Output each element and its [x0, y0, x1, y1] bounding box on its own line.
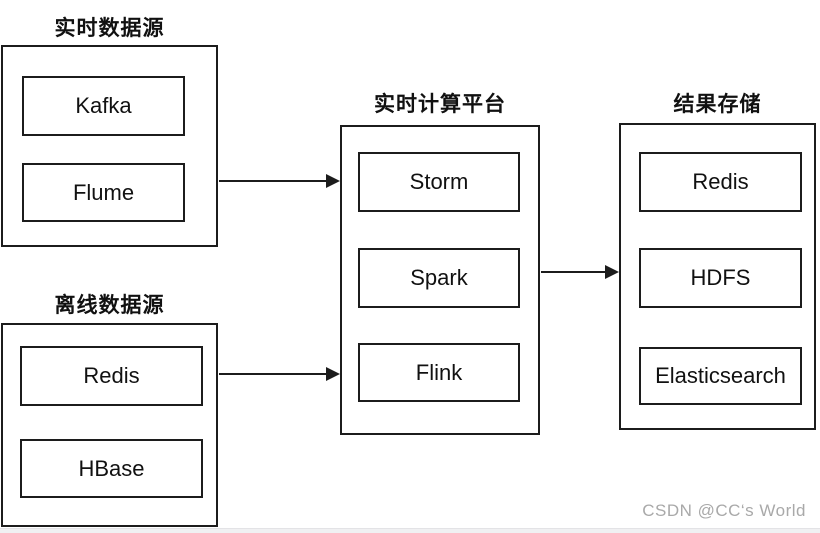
- arrow-line: [219, 180, 327, 182]
- node-kafka: Kafka: [22, 76, 185, 136]
- group-result-storage: Redis HDFS Elasticsearch: [619, 123, 816, 430]
- arrow-line: [541, 271, 606, 273]
- node-flume: Flume: [22, 163, 185, 222]
- node-storm: Storm: [358, 152, 520, 212]
- arrow-head-icon: [326, 174, 340, 188]
- node-hbase: HBase: [20, 439, 203, 498]
- arrow-head-icon: [326, 367, 340, 381]
- bottom-edge-strip: [0, 528, 820, 533]
- group-title-result-storage: 结果存储: [673, 93, 762, 116]
- group-compute-platform: Storm Spark Flink: [340, 125, 540, 435]
- node-flink: Flink: [358, 343, 520, 402]
- csdn-watermark: CSDN @CC‘s World: [642, 501, 806, 520]
- group-offline-source: Redis HBase: [1, 323, 218, 527]
- group-title-offline-source: 离线数据源: [54, 294, 165, 317]
- node-elasticsearch: Elasticsearch: [639, 347, 802, 405]
- arrow-line: [219, 373, 327, 375]
- node-hdfs: HDFS: [639, 248, 802, 308]
- group-realtime-source: Kafka Flume: [1, 45, 218, 247]
- group-title-realtime-source: 实时数据源: [54, 17, 165, 40]
- node-redis-source: Redis: [20, 346, 203, 406]
- node-redis-storage: Redis: [639, 152, 802, 212]
- arrow-head-icon: [605, 265, 619, 279]
- node-spark: Spark: [358, 248, 520, 308]
- group-title-compute-platform: 实时计算平台: [374, 93, 506, 116]
